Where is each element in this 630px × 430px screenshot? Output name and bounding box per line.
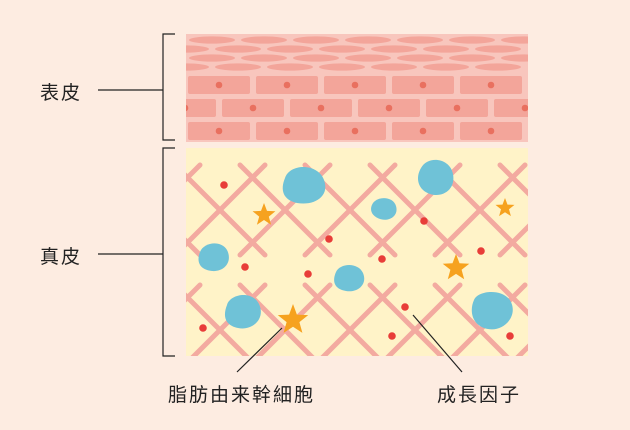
growth-factor-label: 成長因子 [437,384,522,406]
stem-cell [471,292,513,330]
collagen-fiber [186,162,268,248]
stem-cell [418,159,454,196]
lens-cell [215,45,261,53]
growth-factor-dot [506,332,514,340]
dermis-label: 真皮 [40,246,83,268]
lens-cell [423,45,469,53]
collagen-fiber [450,282,528,356]
growth-factor-leader [412,314,463,373]
lens-cell [137,54,183,61]
stem-cell [224,295,261,329]
brick-cell [186,99,216,117]
collagen-fiber [302,162,398,258]
lens-cell [501,36,528,44]
cell-nucleus [215,81,223,89]
cell-nucleus [487,81,495,89]
cell-nucleus [317,104,325,112]
epidermis-cells [137,36,590,140]
lens-cell [345,54,391,62]
lens-cell [186,45,209,53]
growth-factor-star [252,203,276,225]
lens-cell [475,45,521,53]
lens-cell [189,54,235,62]
stem-cell [334,265,365,292]
growth-factor-dot [220,181,228,189]
stem-cell [282,166,326,204]
lens-cell [137,36,183,43]
growth-factor-star [442,254,470,280]
lens-cell [449,36,495,44]
annotation-lines [98,33,463,373]
growth-factor-dots [199,181,514,340]
lens-cell [501,54,528,62]
growth-factor-dot [477,247,485,255]
collagen-fiber [497,162,528,197]
epidermis-label: 表皮 [40,82,83,104]
epidermis-layer [137,34,590,142]
cell-nucleus [351,127,359,135]
growth-factor-dot [304,270,312,278]
lens-cell [397,36,443,44]
cell-nucleus [419,81,427,89]
lens-cell [319,63,365,71]
lens-cell [241,36,287,44]
cell-nucleus [487,127,495,135]
growth-factor-dot [378,255,386,263]
growth-factor-star [495,198,515,217]
lens-cell [345,36,391,44]
growth-factor-dot [420,217,428,225]
dermis-bracket [162,147,175,357]
stem-cell [198,243,229,272]
brick-cell [494,99,528,117]
lens-cell [267,45,313,53]
lens-cell [397,54,443,62]
lens-cell [186,63,209,71]
cell-nucleus [453,104,461,112]
cell-nucleus [351,81,359,89]
cell-nucleus [556,82,563,89]
growth-factor-stars [252,198,515,333]
cell-nucleus [249,104,257,112]
stem-cell [371,198,397,220]
cell-nucleus [186,104,189,112]
lens-cell [449,54,495,62]
growth-factor-dot [325,235,333,243]
lens-cell [241,54,287,62]
cell-nucleus [419,127,427,135]
growth-factor-dot [241,263,249,271]
lens-cell [371,63,417,71]
brick-cell [528,76,590,94]
cell-nucleus [283,81,291,89]
collagen-fiber [320,282,398,356]
dermis-layer [186,148,528,356]
lens-cell [475,63,521,71]
growth-factor-dot [401,303,409,311]
lens-cell [423,63,469,71]
lens-cell [293,54,339,62]
collagen-fiber [385,282,463,356]
adipose-stem-cell-label: 脂肪由来幹細胞 [168,384,316,406]
cell-nucleus [215,127,223,135]
growth-factor-dot [388,332,396,340]
collagen-fiber [497,282,528,317]
cell-nucleus [385,104,393,112]
lens-cell [319,45,365,53]
epidermis-bracket [162,33,175,141]
lens-cell [267,63,313,71]
lens-cell [293,36,339,44]
lens-cell [189,36,235,44]
lens-cell [215,63,261,71]
collagen-fiber [497,223,528,258]
brick-cell [528,122,590,140]
cell-nucleus [556,128,563,135]
collagen-fiber [432,162,528,258]
stem-cells [198,159,513,330]
cell-nucleus [521,104,528,112]
growth-factor-star [277,304,309,333]
lens-cell [371,45,417,53]
stem-cell-leader [236,327,283,373]
growth-factor-dot [199,324,207,332]
cell-nucleus [283,127,291,135]
